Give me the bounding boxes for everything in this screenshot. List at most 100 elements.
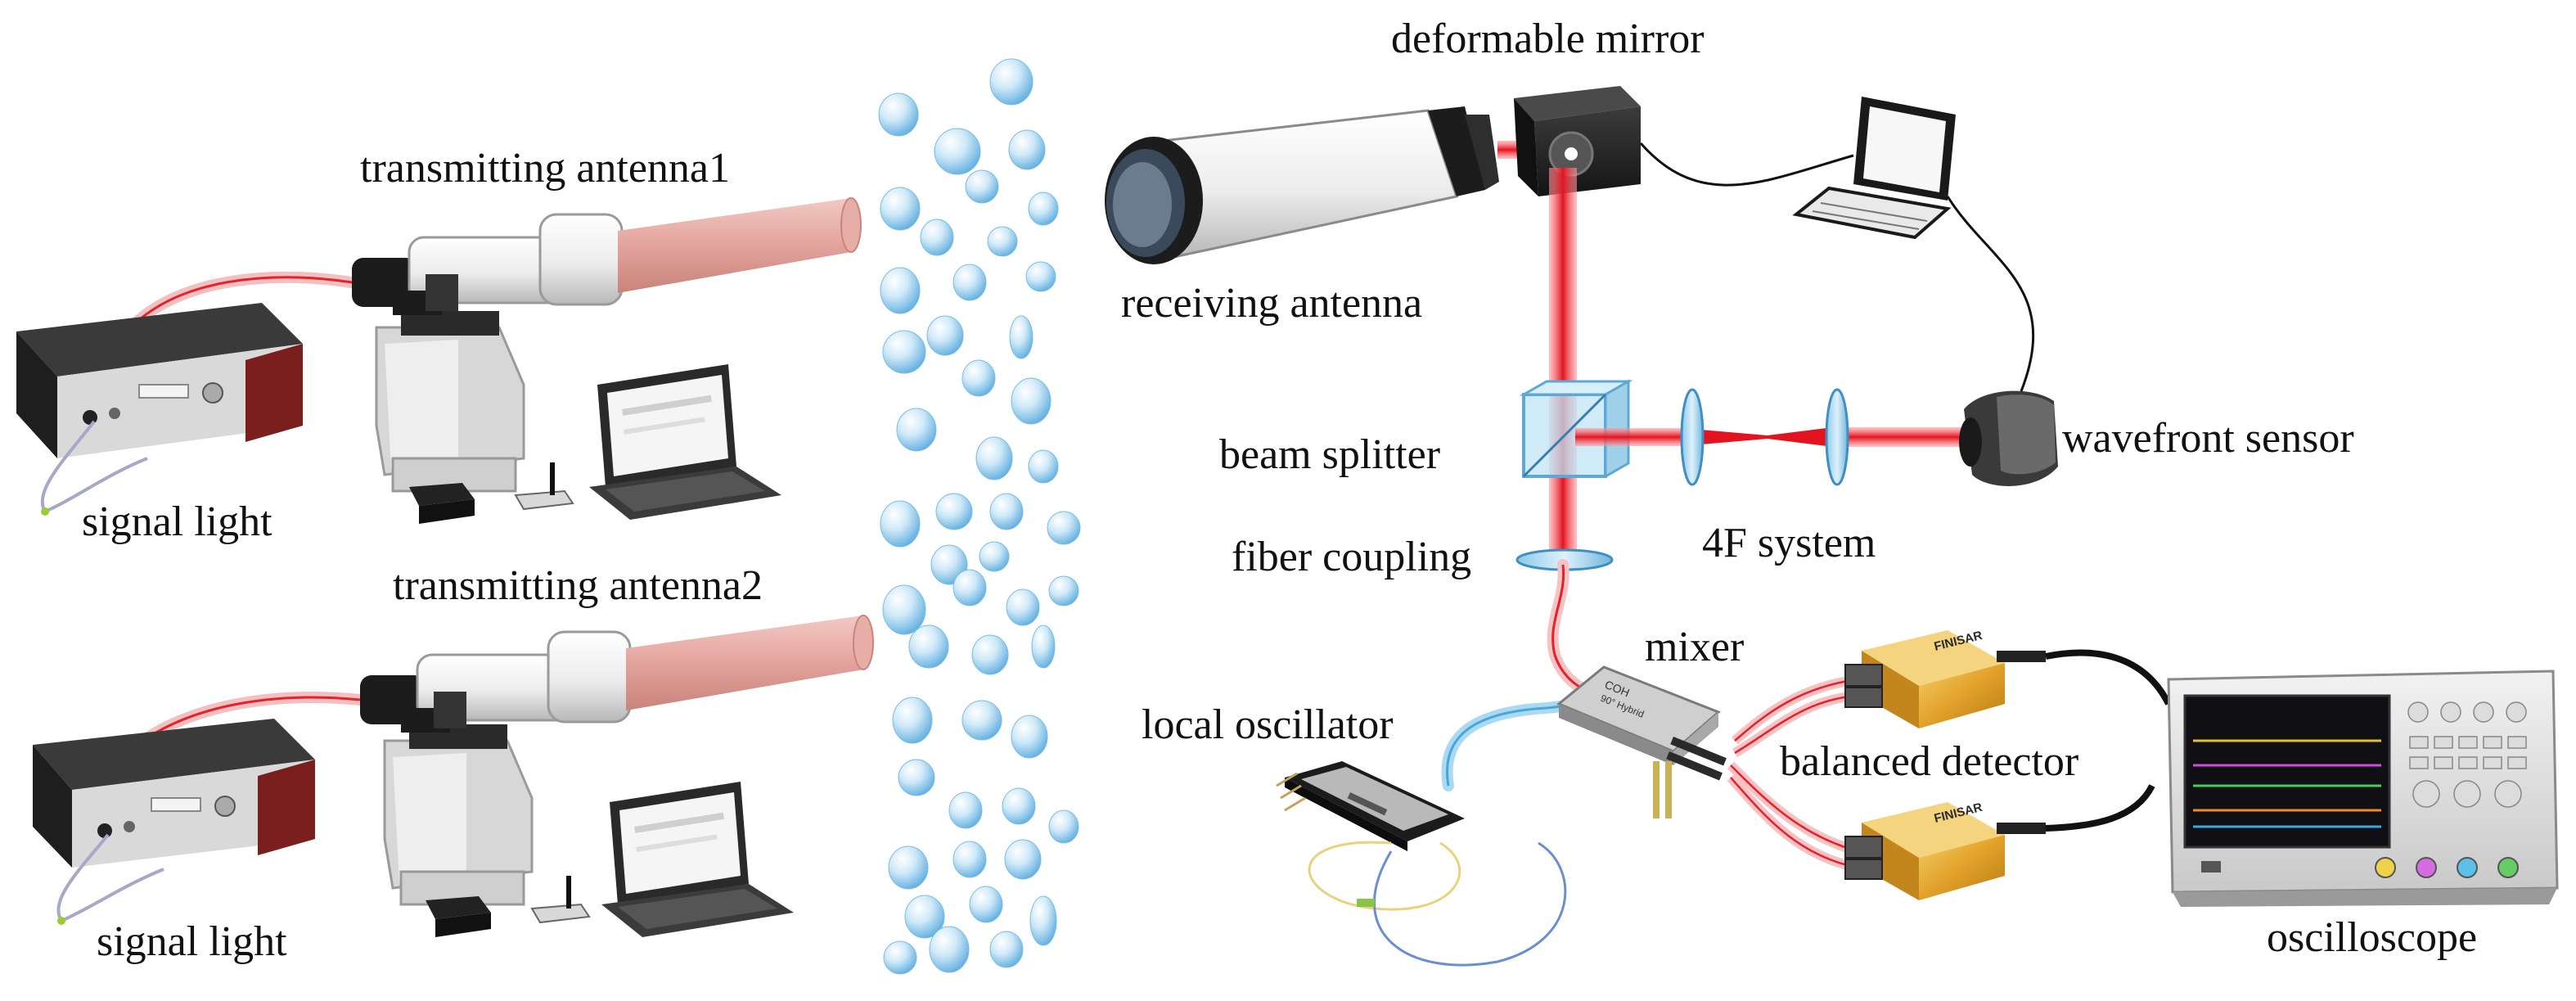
- water-droplet: [1002, 787, 1036, 825]
- label-signal-light-1: signal light: [82, 498, 272, 545]
- cable-detector2-scope: [2045, 784, 2155, 832]
- water-droplet: [1031, 624, 1056, 669]
- water-droplet: [920, 219, 954, 256]
- label-beam-splitter: beam splitter: [1219, 431, 1441, 478]
- water-droplet: [1004, 839, 1042, 880]
- transmitter-1: [16, 197, 862, 524]
- water-droplet: [880, 500, 921, 548]
- signal-light-source-2: [33, 719, 315, 925]
- transmitting-antenna-2: [360, 630, 632, 733]
- transmitting-antenna-1: [352, 213, 624, 315]
- mixer-90-hybrid: COH 90° Hybrid: [1556, 665, 1727, 818]
- water-droplet: [989, 493, 1024, 530]
- pan-tilt-mount-2: [383, 724, 534, 906]
- signal-light-source-1: [16, 303, 303, 516]
- label-balanced-detector: balanced detector: [1780, 738, 2079, 785]
- water-droplet: [898, 759, 935, 796]
- control-laptop-2: [601, 782, 794, 937]
- beam-4f-path: [1575, 427, 1976, 447]
- local-oscillator: [1276, 761, 1465, 851]
- label-transmitting-antenna-1: transmitting antenna1: [360, 145, 731, 192]
- label-oscilloscope: oscilloscope: [2267, 914, 2478, 961]
- label-transmitting-antenna-2: transmitting antenna2: [393, 562, 763, 609]
- label-fiber-coupling: fiber coupling: [1232, 534, 1472, 580]
- beam-dm-to-splitter: [1549, 168, 1577, 557]
- label-local-oscillator: local oscillator: [1142, 701, 1394, 748]
- oscilloscope-traces: [2193, 739, 2381, 828]
- lo-pigtail-blue: [1373, 841, 1567, 967]
- water-droplet: [1025, 261, 1056, 292]
- water-droplet: [882, 330, 926, 374]
- water-droplet: [965, 169, 999, 204]
- wavefront-sensor: [1959, 390, 2058, 486]
- balanced-detector-2: FINISAR: [1844, 800, 2046, 900]
- transmit-beam-1: [618, 197, 862, 293]
- atmospheric-droplets: [878, 58, 1081, 975]
- water-droplet: [908, 624, 949, 669]
- label-wavefront-sensor: wavefront sensor: [2062, 415, 2354, 462]
- usb-modules-2: [426, 876, 591, 937]
- oscilloscope-device: [2167, 670, 2559, 907]
- lens-4f-2: [1825, 388, 1849, 486]
- control-laptop-1: [589, 364, 781, 520]
- water-droplet: [892, 697, 933, 744]
- water-droplet: [1009, 315, 1034, 359]
- water-droplet: [904, 895, 945, 939]
- cable-laptop-sensor: [1946, 196, 2035, 392]
- water-droplet: [896, 408, 937, 452]
- cable-detector1-scope: [2045, 649, 2172, 706]
- water-droplet: [987, 226, 1018, 257]
- control-laptop-rx: [1792, 97, 1956, 240]
- lens-4f-1: [1680, 388, 1705, 486]
- water-droplet: [989, 931, 1024, 968]
- transmit-beam-2: [626, 615, 874, 710]
- water-droplet: [1029, 895, 1057, 946]
- receiving-antenna: [1105, 106, 1499, 264]
- water-droplet: [888, 845, 929, 890]
- water-droplet: [883, 940, 917, 975]
- water-droplet: [1011, 377, 1052, 425]
- water-droplet: [929, 926, 970, 973]
- water-droplet: [1048, 575, 1079, 606]
- water-droplet: [961, 359, 996, 397]
- water-droplet: [969, 886, 1003, 923]
- water-droplet: [1028, 192, 1059, 226]
- deformable-mirror: [1514, 86, 1641, 196]
- water-droplet: [1048, 809, 1079, 844]
- transmitter-2: [33, 615, 874, 937]
- water-droplet: [882, 584, 926, 635]
- water-droplet: [880, 187, 921, 231]
- water-droplet: [961, 700, 1002, 741]
- balanced-detector-1: FINISAR: [1844, 629, 2046, 728]
- beam-splitter-cube: [1519, 379, 1633, 479]
- water-droplet: [880, 267, 921, 314]
- water-droplet: [948, 791, 983, 829]
- water-droplet: [1008, 129, 1046, 170]
- water-droplet: [935, 493, 973, 530]
- usb-modules-1: [409, 462, 574, 524]
- fiber-coupling-to-mixer: [1547, 559, 1601, 701]
- label-signal-light-2: signal light: [97, 918, 287, 965]
- water-droplet: [952, 264, 987, 301]
- water-droplet: [926, 315, 964, 356]
- label-receiving-antenna: receiving antenna: [1121, 280, 1423, 327]
- water-droplet: [1011, 715, 1048, 759]
- label-4f-system: 4F system: [1702, 520, 1876, 566]
- water-droplet: [1028, 449, 1059, 484]
- water-droplet: [979, 541, 1010, 572]
- water-droplet: [1047, 511, 1081, 545]
- water-droplet: [952, 841, 987, 878]
- label-deformable-mirror: deformable mirror: [1391, 16, 1705, 62]
- label-mixer: mixer: [1645, 624, 1745, 670]
- water-droplet: [989, 58, 1034, 106]
- pan-tilt-mount-1: [375, 311, 525, 493]
- water-droplet: [975, 436, 1013, 480]
- water-droplet: [952, 569, 987, 606]
- cable-dm-laptop: [1639, 142, 1854, 187]
- lo-pigtail-yellow: [1308, 841, 1461, 911]
- water-droplet: [971, 634, 1009, 675]
- water-droplet: [1006, 588, 1040, 626]
- oscilloscope-channel-inputs: [2375, 857, 2519, 878]
- water-droplet: [878, 92, 919, 137]
